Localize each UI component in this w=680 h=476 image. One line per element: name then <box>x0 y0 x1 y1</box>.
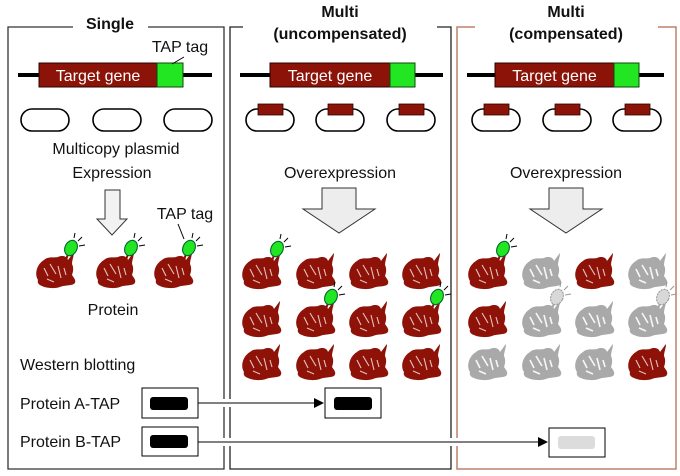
plasmid-icon <box>612 103 662 132</box>
band-protein-b-single <box>150 435 188 448</box>
overexpression-arrow-icon-uncompensated <box>301 187 377 234</box>
protein-icon <box>242 301 282 338</box>
degraded-protein-icon <box>575 301 615 338</box>
degraded-protein-icon <box>522 344 562 381</box>
blot-box-protein-b-compensated <box>548 427 606 458</box>
panel-title-multi-uncompensated-line2: (uncompensated) <box>273 26 406 43</box>
degraded-tap-tag-icon <box>550 281 572 310</box>
protein-icon <box>296 281 346 338</box>
band-protein-a-single <box>150 397 188 410</box>
degraded-protein-icon <box>468 344 508 381</box>
tap-tag-icon <box>496 233 518 262</box>
gene-construct-single: Target gene <box>18 62 212 88</box>
tap-tag-icon <box>270 233 292 262</box>
target-gene-label: Target gene <box>512 68 597 85</box>
plasmid-insert <box>257 103 284 116</box>
protein-icon <box>628 344 668 381</box>
protein-icon <box>468 301 508 338</box>
band-protein-a-uncompensated <box>334 397 372 410</box>
target-gene-label: Target gene <box>56 68 141 85</box>
tap-tag-icon <box>430 281 452 310</box>
degraded-protein-icon <box>522 253 562 290</box>
protein-icon <box>402 281 452 338</box>
tap-tag-leader-line-protein <box>177 223 185 240</box>
degraded-protein-icon <box>575 344 615 381</box>
plasmid-icon <box>92 108 142 132</box>
multicopy-plasmid-label: Multicopy plasmid <box>52 141 179 158</box>
plasmid-icon <box>20 108 70 132</box>
degraded-protein-icon <box>522 281 572 338</box>
panel-single-border <box>7 26 225 470</box>
tap-tag-label-protein: TAP tag <box>157 206 213 223</box>
panel-title-multi-compensated-line2: (compensated) <box>509 26 623 43</box>
plasmid-icon <box>163 108 213 132</box>
gene-construct-multi-compensated: Target gene <box>467 62 664 88</box>
plasmid-icon <box>386 103 436 132</box>
protein-icon <box>349 344 389 381</box>
plasmid-icon <box>245 103 295 132</box>
degraded-tap-tag-icon <box>656 281 678 310</box>
panel-multi-compensated-border <box>456 26 677 470</box>
tap-tag-icon <box>324 281 346 310</box>
tap-tag-icon <box>124 232 146 261</box>
panel-title-multi-uncompensated-line1: Multi <box>321 4 358 21</box>
plasmid-icon <box>315 103 365 132</box>
western-row-label-protein-a: Protein A-TAP <box>20 396 120 413</box>
western-blotting-title: Western blotting <box>20 357 135 374</box>
tap-tag-icon <box>64 232 86 261</box>
overexpression-arrow-icon-compensated <box>528 187 604 234</box>
panel-title-single: Single <box>86 16 134 33</box>
protein-icon <box>349 301 389 338</box>
target-gene-box <box>38 62 158 88</box>
protein-icon <box>296 344 336 381</box>
protein-icon <box>402 253 442 290</box>
blot-box-protein-a-single <box>141 387 199 419</box>
protein-icon <box>575 253 615 290</box>
plasmid-insert <box>554 103 581 116</box>
plasmid-insert <box>483 103 510 116</box>
degraded-protein-icon <box>628 253 668 290</box>
panel-title-multi-compensated-line1: Multi <box>547 4 584 21</box>
protein-icon <box>468 233 518 290</box>
overexpression-label-compensated: Overexpression <box>510 165 622 182</box>
tap-tag-box <box>613 62 640 88</box>
protein-label: Protein <box>88 302 139 319</box>
plasmid-icon <box>471 103 521 132</box>
target-gene-label: Target gene <box>288 68 373 85</box>
degraded-protein-icon <box>628 281 678 338</box>
plasmid-insert <box>398 103 425 116</box>
plasmid-insert <box>624 103 651 116</box>
protein-icon <box>242 233 292 290</box>
plasmid-icon <box>542 103 592 132</box>
protein-icon <box>36 232 86 289</box>
blot-box-protein-a-uncompensated <box>324 387 382 419</box>
blot-box-protein-b-single <box>141 426 199 457</box>
band-protein-b-compensated <box>558 436 595 449</box>
western-row-label-protein-b: Protein B-TAP <box>20 434 121 451</box>
panel-multi-uncompensated-border <box>229 26 452 470</box>
protein-icon <box>296 253 336 290</box>
tap-tag-box <box>389 62 416 88</box>
protein-icon <box>154 232 204 289</box>
expression-arrow-icon <box>95 189 129 236</box>
target-gene-box <box>269 62 391 88</box>
protein-icon <box>96 232 146 289</box>
tap-tag-box <box>156 62 184 88</box>
tap-tag-icon <box>182 232 204 261</box>
tap-tag-leader-line-gene <box>171 56 185 65</box>
expression-label: Expression <box>72 165 151 182</box>
protein-icon <box>242 344 282 381</box>
gene-construct-multi-uncompensated: Target gene <box>240 62 443 88</box>
overexpression-label-uncompensated: Overexpression <box>284 165 396 182</box>
protein-icon <box>349 253 389 290</box>
plasmid-insert <box>327 103 354 116</box>
tap-tag-label-gene: TAP tag <box>152 39 208 56</box>
protein-icon <box>402 344 442 381</box>
